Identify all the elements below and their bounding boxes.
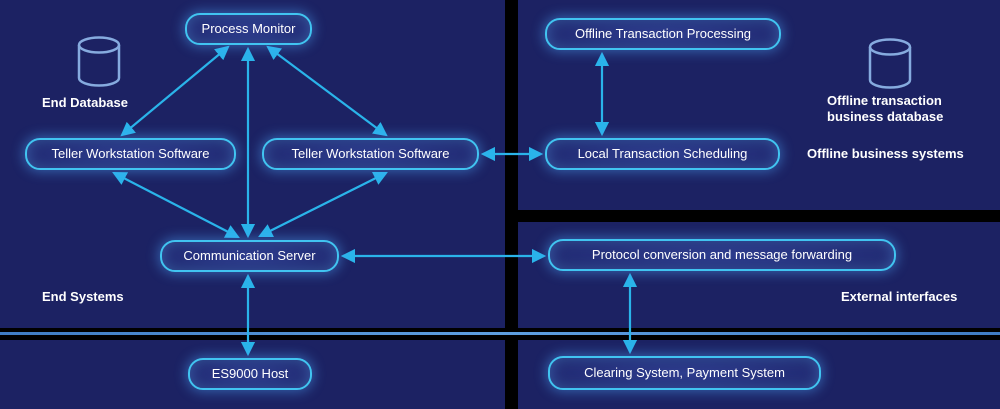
node-communication-server: Communication Server [160, 240, 339, 272]
label-offline-database: Offline transaction business database [827, 93, 977, 125]
node-label: Local Transaction Scheduling [577, 145, 748, 161]
section-divider-line [0, 332, 1000, 335]
node-teller-workstation-left: Teller Workstation Software [25, 138, 236, 170]
node-protocol-conversion: Protocol conversion and message forwardi… [548, 239, 896, 271]
node-label: Communication Server [183, 247, 316, 263]
node-label: Teller Workstation Software [51, 145, 210, 161]
node-label: Clearing System, Payment System [584, 364, 785, 380]
node-label: ES9000 Host [211, 365, 289, 381]
node-process-monitor: Process Monitor [185, 13, 312, 45]
label-offline-database-line2: business database [827, 109, 944, 124]
node-label: Teller Workstation Software [291, 145, 450, 161]
node-offline-transaction-processing: Offline Transaction Processing [545, 18, 781, 50]
label-offline-business-systems: Offline business systems [807, 146, 964, 161]
node-local-transaction-scheduling: Local Transaction Scheduling [545, 138, 780, 170]
panel-external-interfaces [518, 222, 1000, 328]
node-label: Process Monitor [201, 20, 296, 36]
node-label: Offline Transaction Processing [574, 25, 752, 41]
node-teller-workstation-right: Teller Workstation Software [262, 138, 479, 170]
label-offline-database-line1: Offline transaction [827, 93, 942, 108]
label-end-database: End Database [42, 95, 128, 110]
node-clearing-payment-system: Clearing System, Payment System [548, 356, 821, 390]
node-label: Protocol conversion and message forwardi… [591, 246, 853, 262]
label-end-systems: End Systems [42, 289, 124, 304]
label-external-interfaces: External interfaces [841, 289, 958, 304]
node-es9000-host: ES9000 Host [188, 358, 312, 390]
